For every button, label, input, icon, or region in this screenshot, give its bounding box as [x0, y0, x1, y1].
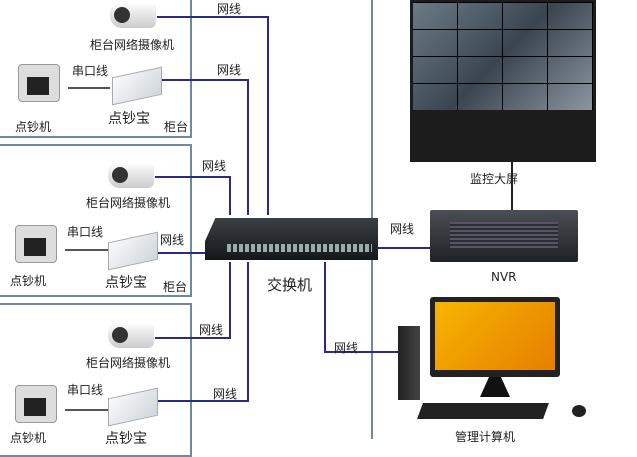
bill-counter-label: 点钞机 — [10, 431, 47, 445]
camera-label: 柜台网络摄像机 — [86, 196, 171, 210]
monitor-stand — [480, 377, 510, 397]
camera-label: 柜台网络摄像机 — [90, 38, 175, 52]
network-cable-label: 网线 — [199, 323, 224, 337]
bill-counter-icon — [18, 64, 60, 102]
camera-label: 柜台网络摄像机 — [86, 356, 171, 370]
nvr-icon — [430, 210, 578, 262]
counter-label: 柜台 — [164, 120, 189, 134]
network-cable-label: 网线 — [213, 387, 238, 401]
management-pc-label: 管理计算机 — [455, 430, 516, 444]
network-cable-label: 网线 — [160, 233, 185, 247]
bill-counter-label: 点钞机 — [15, 120, 52, 134]
serial-cable-label: 串口线 — [72, 64, 109, 78]
network-cable-label: 网线 — [334, 341, 359, 355]
wire-dev1 — [160, 79, 249, 215]
wiring — [65, 16, 513, 411]
switch-icon — [205, 218, 378, 260]
wire-cam2 — [155, 176, 231, 215]
bill-counter-icon — [15, 385, 57, 423]
switch-label: 交换机 — [267, 276, 313, 294]
wire-pc — [324, 262, 400, 353]
keyboard-icon — [417, 403, 549, 419]
counting-device-label: 点钞宝 — [108, 111, 150, 127]
mouse-icon — [572, 405, 586, 417]
camera-icon — [108, 162, 154, 188]
bill-counter-icon — [15, 225, 57, 263]
pc-tower-icon — [398, 326, 420, 400]
network-cable-label: 网线 — [390, 222, 415, 236]
serial-cable-label: 串口线 — [67, 383, 104, 397]
serial-cable-label: 串口线 — [67, 225, 104, 239]
network-cable-label: 网线 — [202, 159, 227, 173]
nvr-label: NVR — [491, 270, 517, 284]
network-cable-label: 网线 — [217, 63, 242, 77]
network-cable-label: 网线 — [217, 2, 242, 16]
video-wall-icon — [410, 0, 596, 162]
counter-box-3 — [0, 303, 192, 457]
wire-cam3 — [155, 262, 231, 339]
wire-dev3 — [158, 262, 249, 402]
wire-cam1 — [157, 16, 269, 215]
counting-device-label: 点钞宝 — [105, 431, 147, 447]
counter-box-2 — [0, 144, 192, 297]
camera-icon — [108, 322, 154, 348]
monitor-icon — [430, 297, 560, 377]
bill-counter-label: 点钞机 — [10, 274, 47, 288]
video-wall-label: 监控大屏 — [470, 172, 519, 186]
counting-device-label: 点钞宝 — [105, 275, 147, 291]
camera-icon — [110, 2, 156, 28]
counter-label: 柜台 — [163, 280, 188, 294]
